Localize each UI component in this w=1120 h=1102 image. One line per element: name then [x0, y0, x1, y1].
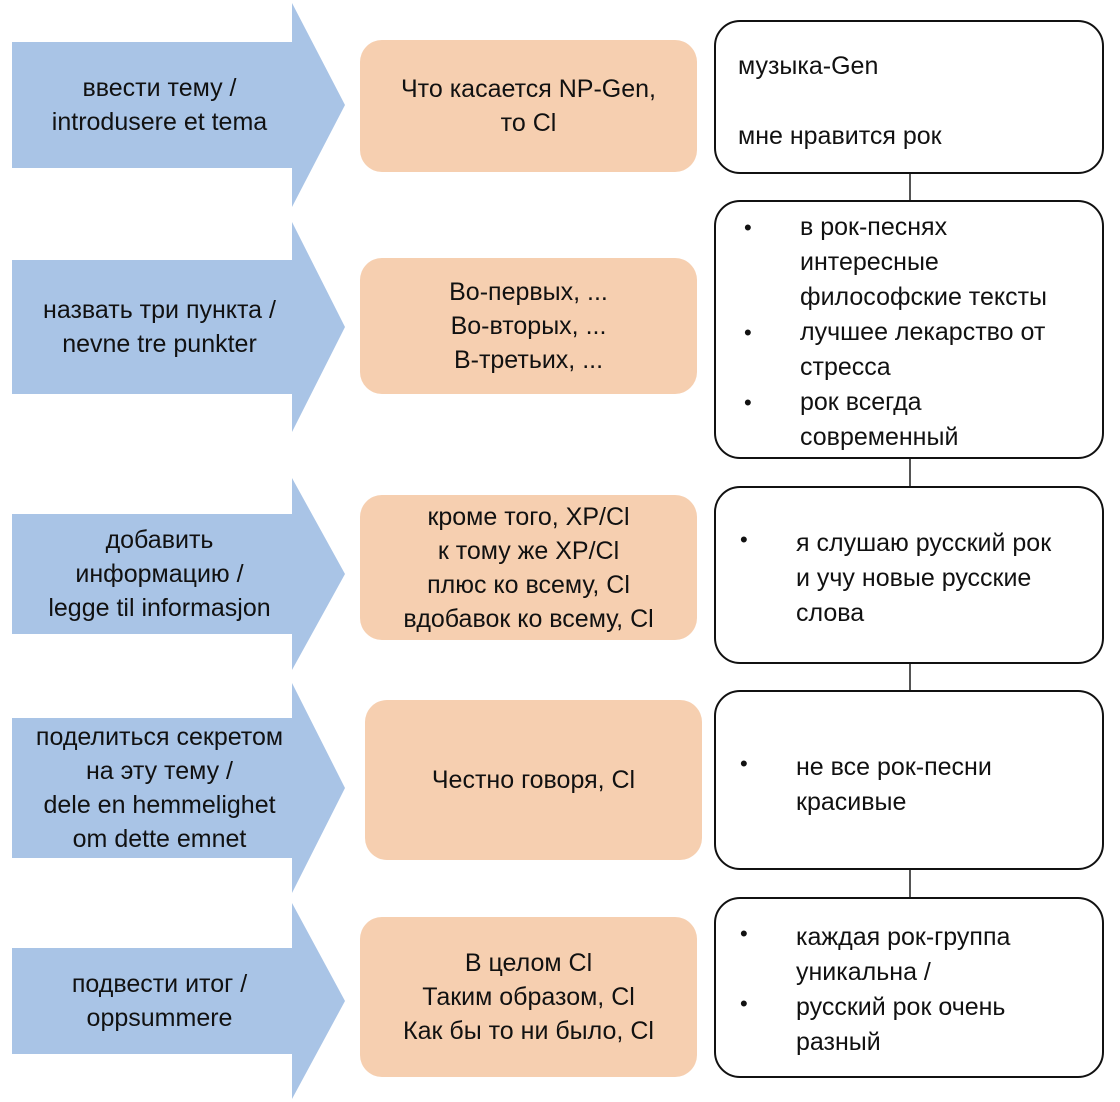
bullet-item: каждая рок-группа уникальна /: [740, 916, 1102, 990]
arrow-label: поделиться секретом на эту тему / dele e…: [12, 683, 307, 893]
example-line: не все рок-песни: [796, 753, 992, 781]
arrow-line: introdusere et tema: [51, 108, 268, 136]
construction-box-4: Честно говоря, Cl: [365, 700, 702, 860]
arrow-step-2: назвать три пункта / nevne tre punkter: [12, 222, 345, 432]
construction-box-2: Во-первых, ... Во-вторых, ... В-третьих,…: [360, 258, 697, 394]
bullet-item: рок всегда современный: [744, 385, 1102, 455]
construction-line: Честно говоря, Cl: [431, 766, 636, 794]
arrow-step-3: добавить информацию / legge til informas…: [12, 478, 345, 670]
arrow-label: назвать три пункта / nevne tre punkter: [12, 222, 307, 432]
example-line: я слушаю русский рок: [796, 529, 1052, 557]
arrow-line: dele en hemmelighet: [43, 791, 276, 819]
example-line: мне нравится рок: [738, 122, 942, 150]
example-line: и учу новые русские: [796, 564, 1032, 592]
connector-2-3: [909, 459, 911, 486]
arrow-line: на эту тему /: [86, 757, 233, 785]
example-line: музыка-Gen: [738, 52, 879, 80]
arrow-line: oppsummere: [86, 1004, 233, 1032]
arrow-shape-icon: [12, 903, 345, 1099]
example-card-5: каждая рок-группа уникальна / русский ро…: [714, 897, 1104, 1078]
bullet-item: лучшее лекарство от стресса: [744, 315, 1102, 385]
construction-box-3: кроме того, XP/Cl к тому же XP/Cl плюс к…: [360, 495, 697, 640]
construction-line: плюс ко всему, Cl: [427, 570, 630, 599]
construction-line: то Cl: [500, 109, 557, 137]
construction-line: вдобавок ко всему, Cl: [403, 604, 654, 633]
arrow-line: om dette emnet: [72, 825, 247, 853]
construction-line: В-третьих, ...: [453, 346, 604, 374]
example-line: уникальна /: [796, 958, 931, 986]
example-line: каждая рок-группа: [796, 923, 1011, 951]
construction-line: Во-вторых, ...: [450, 312, 607, 340]
example-card-2: в рок-песнях интересные философские текс…: [714, 200, 1104, 459]
arrow-line: legge til informasjon: [48, 594, 271, 622]
construction-line: Таким образом, Cl: [422, 983, 635, 1011]
arrow-line: добавить: [105, 526, 214, 554]
construction-line: кроме того, XP/Cl: [427, 502, 630, 531]
example-line: русский рок очень: [796, 993, 1006, 1021]
bullet-item: русский рок очень разный: [740, 986, 1102, 1060]
arrow-shape-icon: [12, 478, 345, 670]
example-line: интересные: [800, 248, 939, 276]
arrow-label: подвести итог / oppsummere: [12, 903, 307, 1099]
example-line: современный: [800, 423, 959, 451]
arrow-line: поделиться секретом: [35, 723, 284, 751]
connector-3-4: [909, 664, 911, 690]
construction-line: к тому же XP/Cl: [437, 536, 620, 565]
arrow-line: ввести тему /: [82, 74, 237, 102]
arrow-line: назвать три пункта /: [43, 296, 276, 324]
example-line: красивые: [796, 788, 907, 816]
arrow-label: ввести тему / introdusere et tema: [12, 3, 307, 207]
example-line: разный: [796, 1028, 881, 1056]
bullet-item: я слушаю русский рок и учу новые русские…: [740, 522, 1102, 631]
arrow-step-4: поделиться секретом на эту тему / dele e…: [12, 683, 345, 893]
arrow-line: информацию /: [75, 560, 244, 588]
example-card-4: не все рок-песни красивые: [714, 690, 1104, 870]
arrow-shape-icon: [12, 683, 345, 893]
arrow-step-1: ввести тему / introdusere et tema: [12, 3, 345, 207]
construction-box-1: Что касается NP-Gen, то Cl: [360, 40, 697, 172]
example-card-1: музыка-Gen мне нравится рок: [714, 20, 1104, 174]
example-line: слова: [796, 599, 865, 627]
construction-line: В целом Cl: [464, 949, 593, 977]
example-line: лучшее лекарство от: [800, 318, 1046, 346]
arrow-shape-icon: [12, 222, 345, 432]
arrow-line: подвести итог /: [71, 970, 248, 998]
example-card-3: я слушаю русский рок и учу новые русские…: [714, 486, 1104, 664]
example-line: в рок-песнях: [800, 213, 948, 241]
example-line: рок всегда: [800, 388, 922, 416]
construction-box-5: В целом Cl Таким образом, Cl Как бы то н…: [360, 917, 697, 1077]
arrow-label: добавить информацию / legge til informas…: [12, 478, 307, 670]
example-line: стресса: [800, 353, 891, 381]
arrow-shape-icon: [12, 3, 345, 207]
construction-line: Что касается NP-Gen,: [401, 75, 656, 103]
arrow-line: nevne tre punkter: [62, 330, 257, 358]
bullet-item: не все рок-песни красивые: [740, 746, 1102, 820]
construction-line: Как бы то ни было, Cl: [403, 1017, 654, 1045]
bullet-item: в рок-песнях интересные философские текс…: [744, 210, 1102, 315]
connector-4-5: [909, 870, 911, 897]
example-line: философские тексты: [800, 283, 1048, 311]
construction-line: Во-первых, ...: [449, 278, 608, 306]
arrow-step-5: подвести итог / oppsummere: [12, 903, 345, 1099]
connector-1-2: [909, 174, 911, 200]
